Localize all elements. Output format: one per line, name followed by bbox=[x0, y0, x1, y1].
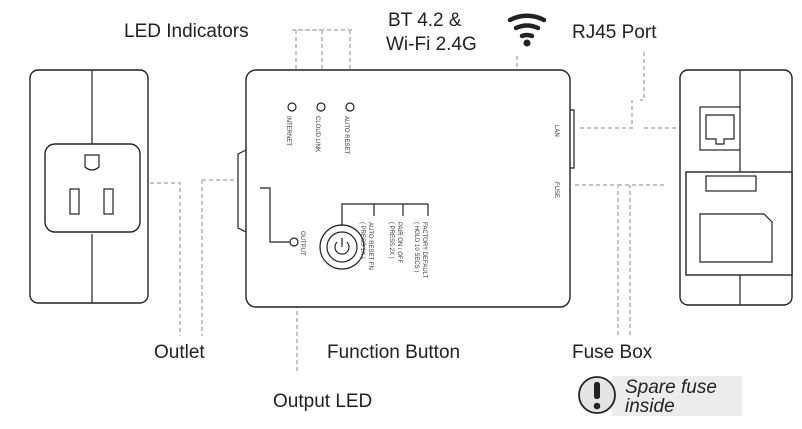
svg-text:AUTO RESET: AUTO RESET bbox=[343, 116, 349, 155]
controller-top-view bbox=[237, 69, 575, 308]
svg-text:LAN: LAN bbox=[553, 125, 559, 137]
callout-outlet: Outlet bbox=[154, 342, 205, 363]
svg-text:( PRESS 1X ): ( PRESS 1X ) bbox=[359, 222, 365, 259]
right-edge bbox=[570, 109, 575, 169]
svg-text:( PRESS 2X ): ( PRESS 2X ) bbox=[388, 222, 394, 259]
led-internet bbox=[287, 102, 297, 112]
outlet-slot-right bbox=[103, 188, 114, 215]
exclamation-icon bbox=[578, 376, 616, 414]
led-cloud-link bbox=[316, 102, 326, 112]
rj45-port[interactable] bbox=[699, 106, 741, 151]
led-label-internet: INTERNET bbox=[285, 116, 291, 146]
function-button[interactable] bbox=[319, 224, 365, 270]
led-auto-reset bbox=[345, 102, 355, 112]
led-label-cloud-link: CLOUD LINK bbox=[314, 116, 320, 152]
callout-output-led: Output LED bbox=[273, 391, 372, 412]
callout-wireless-line1: BT 4.2 & bbox=[388, 10, 462, 31]
callout-wireless-line2: Wi-Fi 2.4G bbox=[386, 34, 477, 55]
spare-fuse-note: Spare fuse inside bbox=[578, 376, 742, 417]
svg-text:INTERNET: INTERNET bbox=[285, 116, 291, 146]
side-label-lan: LAN bbox=[553, 125, 559, 137]
callout-fuse-box: Fuse Box bbox=[572, 342, 653, 363]
note-line1: Spare fuse bbox=[625, 377, 717, 398]
outlet-side-view bbox=[29, 69, 149, 304]
side-edge bbox=[237, 149, 247, 233]
svg-text:FUSE: FUSE bbox=[553, 182, 559, 198]
callout-rj45-port: RJ45 Port bbox=[572, 22, 657, 43]
fn-label-factory-default: FACTORY DEFAULT ( HOLD 10 SECS ) bbox=[413, 222, 427, 279]
fuse-box[interactable] bbox=[685, 171, 793, 276]
outlet-socket bbox=[44, 143, 141, 233]
svg-text:PAIR ON / OFF: PAIR ON / OFF bbox=[396, 222, 402, 264]
svg-text:CLOUD LINK: CLOUD LINK bbox=[314, 116, 320, 152]
svg-text:AUTO RESET FN: AUTO RESET FN bbox=[367, 222, 373, 270]
side-label-fuse: FUSE bbox=[553, 182, 559, 198]
wifi-icon bbox=[507, 13, 547, 47]
fn-label-pair: PAIR ON / OFF ( PRESS 2X ) bbox=[388, 222, 402, 264]
fn-label-auto-reset: AUTO RESET FN ( PRESS 1X ) bbox=[359, 222, 373, 270]
led-label-auto-reset: AUTO RESET bbox=[343, 116, 349, 155]
outlet-slot-left bbox=[69, 188, 80, 215]
led-output bbox=[289, 237, 299, 247]
svg-text:FACTORY DEFAULT: FACTORY DEFAULT bbox=[421, 222, 427, 279]
callout-function-button: Function Button bbox=[327, 342, 460, 363]
output-label: OUTPUT bbox=[299, 231, 305, 256]
svg-text:( HOLD 10 SECS ): ( HOLD 10 SECS ) bbox=[413, 222, 419, 272]
lan-fuse-side-view bbox=[679, 69, 793, 306]
note-line2: inside bbox=[625, 396, 675, 417]
svg-text:OUTPUT: OUTPUT bbox=[299, 231, 305, 256]
ground-hole bbox=[84, 154, 100, 171]
callout-led-indicators: LED Indicators bbox=[124, 21, 249, 42]
power-icon bbox=[334, 238, 350, 255]
